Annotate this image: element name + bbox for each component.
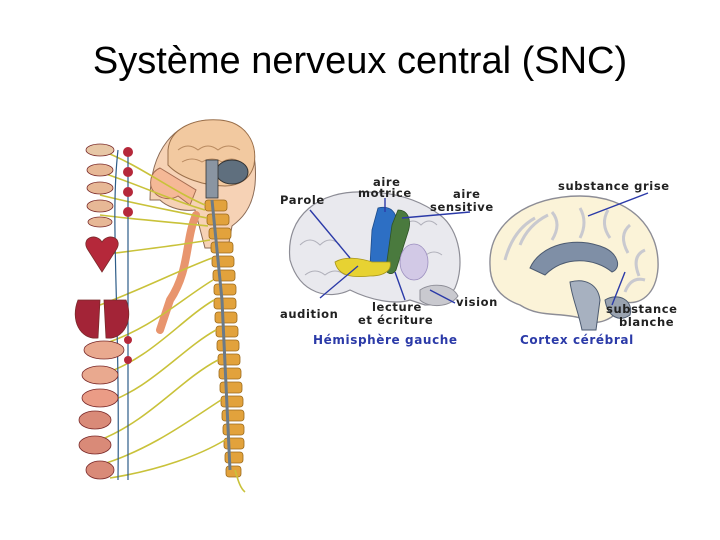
label-lecture-2: et écriture <box>358 313 433 327</box>
brainstem <box>205 159 219 199</box>
organs <box>74 143 130 480</box>
heart-organ <box>85 236 119 273</box>
spinal-cord <box>210 199 232 471</box>
lungs-organ <box>74 299 130 339</box>
kidney-organ <box>78 410 112 430</box>
eye-organ <box>85 143 115 157</box>
left-hemisphere-diagram: Parole aire motrice aire sensitive audit… <box>280 175 498 347</box>
label-aire-sensitive-1: aire <box>453 187 481 201</box>
stomach-organ <box>81 365 119 385</box>
caption-cortex: Cortex cérébral <box>520 333 634 347</box>
cerebellum <box>215 159 249 185</box>
label-substance-blanche-1: substance <box>606 302 678 316</box>
hemisphere-pointers <box>309 198 471 304</box>
ganglia <box>123 147 133 364</box>
bladder-organ <box>78 435 112 455</box>
grey-matter-folds <box>503 207 646 293</box>
intestine-organ <box>81 388 119 408</box>
label-aire-sensitive-2: sensitive <box>430 200 494 214</box>
label-aire-motrice-1: aire <box>373 175 401 189</box>
slide-title: Système nerveux central (SNC) <box>92 40 628 82</box>
cortex-brainstem <box>569 280 601 331</box>
liver-organ <box>83 340 125 360</box>
nervous-system-figure <box>74 119 256 493</box>
cortex-pointers <box>587 192 649 306</box>
corpus-callosum <box>529 241 619 276</box>
label-vision: vision <box>456 295 498 309</box>
label-lecture-1: lecture <box>372 300 422 314</box>
peripheral-nerves <box>99 149 226 479</box>
reading-area <box>399 243 429 281</box>
label-aire-motrice-2: motrice <box>358 186 412 200</box>
cortex-cerebellum <box>604 296 632 319</box>
cerebral-cortex-diagram: substance grise substance blanche Cortex… <box>489 179 678 347</box>
label-substance-grise: substance grise <box>558 179 670 193</box>
caption-hemisphere: Hémisphère gauche <box>313 333 458 347</box>
label-substance-blanche-2: blanche <box>619 315 674 329</box>
label-parole: Parole <box>280 193 325 207</box>
genital-organ <box>85 460 115 480</box>
label-audition: audition <box>280 307 338 321</box>
